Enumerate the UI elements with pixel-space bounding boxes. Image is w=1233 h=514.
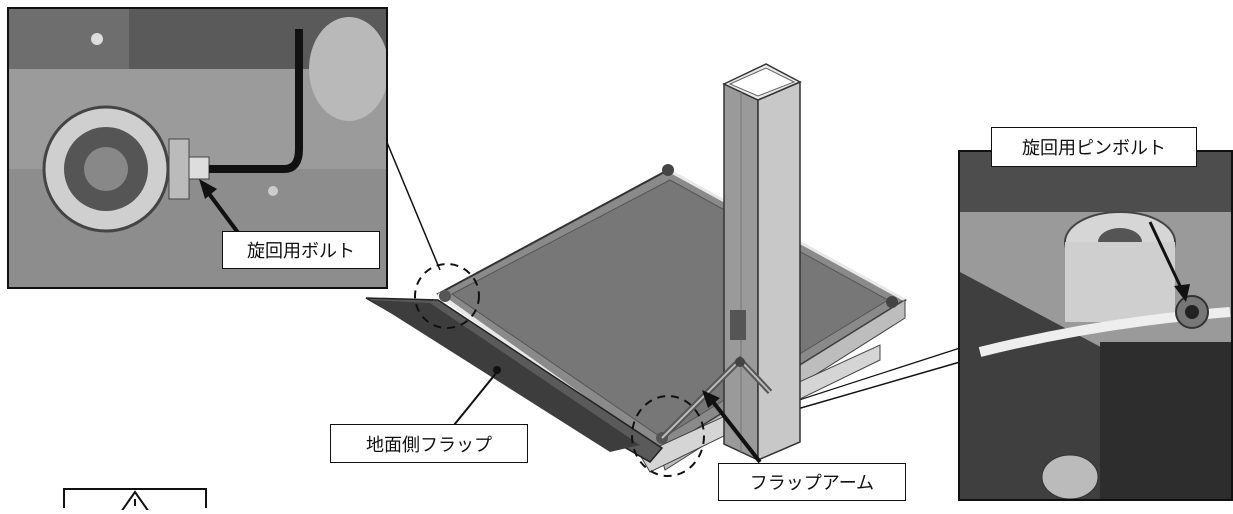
ground-side-flap-label: 地面側フラップ — [330, 424, 528, 463]
pivot-pin-bolt-photo — [958, 150, 1233, 501]
pivot-bolt-label: 旋回用ボルト — [222, 231, 380, 269]
warning-icon — [119, 490, 151, 513]
pivot-pin-bolt-label: 旋回用ピンボルト — [991, 127, 1197, 167]
flap-arm-label: フラップアーム — [718, 463, 906, 501]
pivot-bolt-photo — [7, 7, 388, 289]
warning-box — [63, 488, 207, 513]
